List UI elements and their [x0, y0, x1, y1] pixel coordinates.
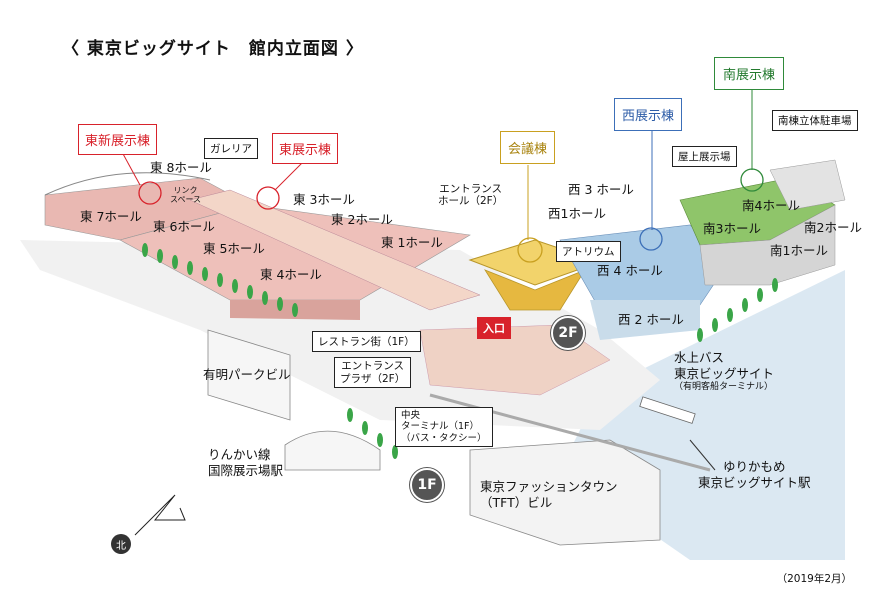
east-new-arch	[44, 172, 211, 196]
west-marker	[639, 227, 663, 251]
central-terminal-callout: 中央 ターミナル（1F） （バス・タクシー）	[395, 407, 493, 448]
atrium-callout: アトリウム	[556, 241, 621, 262]
tft-label: 東京ファッションタウン （TFT）ビル	[480, 480, 618, 510]
hall-w4: 西 4 ホール	[597, 263, 663, 278]
hall-e5: 東 5ホール	[203, 241, 265, 256]
yurikamome-line1: ゆりかもめ	[723, 459, 786, 474]
rinkai-line1: りんかい線	[208, 447, 271, 462]
ariake-park-label: 有明パークビル	[203, 367, 291, 382]
entrance-hall-label: エントランス ホール（2F）	[438, 183, 504, 207]
rinkai-label: りんかい線 国際展示場駅	[208, 448, 283, 478]
hall-w2: 西 2 ホール	[618, 312, 684, 327]
hall-e2: 東 2ホール	[331, 212, 393, 227]
yurikamome-leader	[689, 439, 716, 471]
revision-date: （2019年2月）	[776, 573, 852, 585]
yurikamome-line2: 東京ビッグサイト駅	[698, 474, 811, 490]
conference-marker	[517, 237, 543, 263]
east-new-leader	[121, 151, 141, 186]
hall-e4: 東 4ホール	[260, 267, 322, 282]
east-new-marker	[138, 181, 162, 205]
central-terminal-line3: （バス・タクシー）	[401, 432, 487, 444]
south-body	[699, 204, 836, 286]
tft-line2: （TFT）ビル	[480, 494, 553, 510]
restaurant-callout: レストラン街（1F）	[312, 331, 421, 352]
hall-w3: 西 3 ホール	[568, 182, 634, 197]
galleria-callout: ガレリア	[204, 138, 258, 159]
entrance-plaza-callout: エントランス プラザ（2F）	[334, 357, 412, 389]
central-terminal-line1: 中央	[401, 410, 421, 421]
entrance-plaza-line1: エントランス	[341, 360, 405, 372]
east-new-building-label: 東新展示棟	[78, 124, 158, 155]
hall-s4: 南4ホール	[742, 198, 800, 213]
south-building-label: 南展示棟	[714, 57, 785, 90]
entrance-hall-line1: エントランス	[439, 183, 503, 195]
hall-e3: 東 3ホール	[293, 192, 355, 207]
north-arrow-lines	[134, 494, 186, 536]
conference-building-label: 会議棟	[500, 131, 556, 164]
west-building-label: 西展示棟	[614, 98, 683, 131]
floor-2f-badge: 2F	[551, 316, 585, 350]
east-building-label: 東展示棟	[272, 133, 339, 164]
entrance-plaza-line2: プラザ（2F）	[340, 372, 406, 385]
east-marker	[256, 186, 280, 210]
hall-e1: 東 1ホール	[381, 235, 443, 250]
map-title: 〈 東京ビッグサイト 館内立面図 〉	[62, 39, 364, 59]
rooftop-callout: 屋上展示場	[672, 146, 737, 167]
south-parking	[769, 159, 846, 211]
tft-line1: 東京ファッションタウン	[480, 479, 618, 494]
hall-s2: 南2ホール	[804, 220, 862, 235]
north-indicator: 北	[111, 534, 131, 554]
galleria-walk	[189, 189, 481, 311]
water-bus-label: 水上バス 東京ビッグサイト （有明客船ターミナル）	[674, 351, 774, 392]
floor-1f-badge: 1F	[410, 468, 444, 502]
tft-bldg	[469, 439, 661, 546]
water-bus-line2: 東京ビッグサイト	[674, 365, 775, 381]
water-bus-boat	[639, 396, 696, 424]
hall-s1: 南1ホール	[770, 243, 828, 258]
east-leader	[274, 159, 306, 191]
rinkai-station	[284, 430, 381, 471]
link-space-line2: スペース	[170, 194, 202, 204]
conference-body	[484, 269, 586, 311]
water-bus-line3: （有明客船ターミナル）	[674, 381, 774, 392]
west-lower	[590, 300, 700, 340]
water-bus-line1: 水上バス	[674, 350, 725, 365]
hall-w1: 西1ホール	[548, 206, 606, 221]
hall-e8: 東 8ホール	[150, 160, 212, 175]
entrance-label: 入口	[477, 317, 511, 339]
entrance-hall-line2: ホール（2F）	[438, 194, 504, 207]
yurikamome-label: ゆりかもめ 東京ビッグサイト駅	[698, 460, 811, 490]
link-space-line1: リンク	[173, 186, 198, 195]
hall-s3: 南3ホール	[703, 221, 761, 236]
hall-e6: 東 6ホール	[153, 219, 215, 234]
hall-e7: 東 7ホール	[80, 209, 142, 224]
south-parking-callout: 南棟立体駐車場	[772, 110, 858, 131]
trees	[142, 243, 778, 459]
link-space-label: リンク スペース	[170, 186, 202, 205]
rinkai-line2: 国際展示場駅	[208, 462, 284, 478]
ariake-park-bldg	[207, 329, 291, 421]
central-terminal-line2: ターミナル（1F）	[401, 421, 480, 433]
